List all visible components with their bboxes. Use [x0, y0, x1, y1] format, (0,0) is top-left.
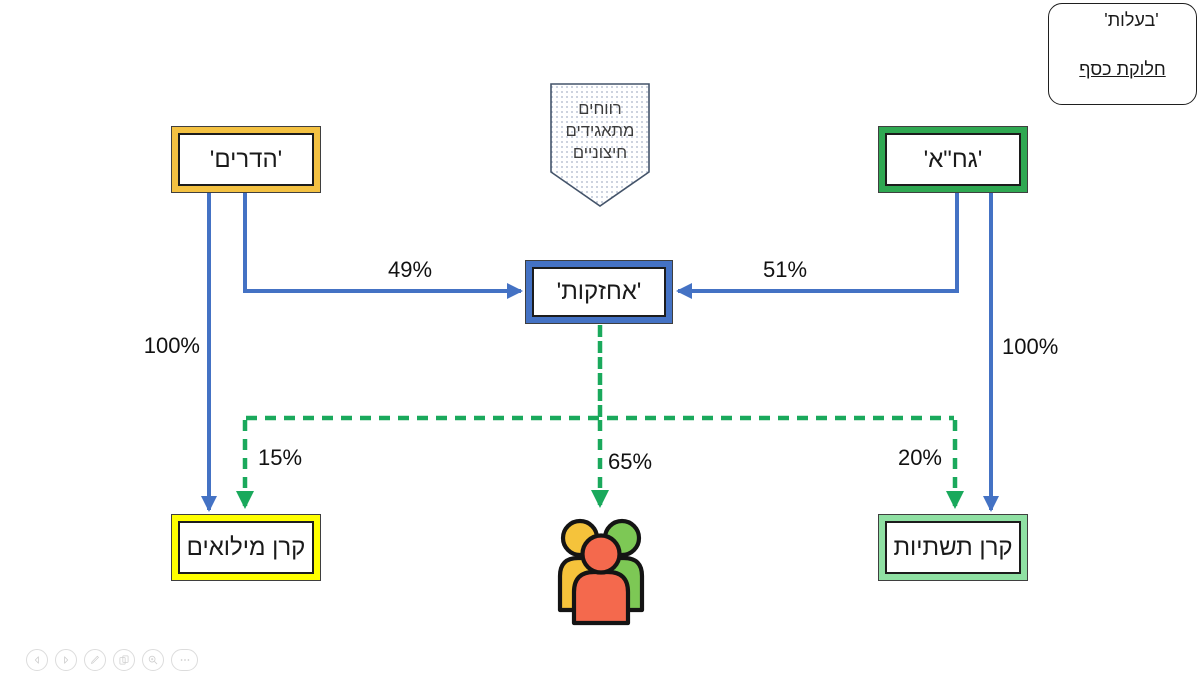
edge-label-100-right: 100%: [1002, 334, 1059, 359]
edge-label-20: 20%: [897, 445, 942, 470]
node-reserve-fund-label: קרן מילואים: [178, 521, 314, 574]
legend-ownership-label: 'בעלות': [1104, 10, 1159, 30]
zoom-button[interactable]: [142, 649, 164, 671]
slide-navigator-button[interactable]: [113, 649, 135, 671]
more-options-icon: [177, 653, 193, 667]
edge-label-100-left: 100%: [143, 333, 200, 358]
previous-slide-icon: [30, 653, 44, 667]
next-slide-icon: [59, 653, 73, 667]
slide-navigator-icon: [117, 653, 131, 667]
node-hadarim: 'הדרים': [171, 126, 321, 193]
node-holdings: 'אחזקות': [525, 260, 673, 324]
node-hadarim-label: 'הדרים': [178, 133, 314, 186]
node-reserve-fund: קרן מילואים: [171, 514, 321, 581]
next-slide-button[interactable]: [55, 649, 77, 671]
presentation-toolbar: [26, 649, 198, 671]
edge-label-51: 51%: [762, 257, 808, 282]
more-options-button[interactable]: [171, 649, 198, 671]
edge-label-65: 65%: [608, 449, 653, 474]
people-group-icon: [557, 518, 645, 626]
external-profits-shield-text: רווחים מתאגידים חיצוניים: [565, 100, 635, 162]
previous-slide-button[interactable]: [26, 649, 48, 671]
legend-box: 'בעלות' חלוקת כסף: [1048, 3, 1197, 105]
pen-button[interactable]: [84, 649, 106, 671]
node-gaha-label: 'גח"א': [885, 133, 1021, 186]
edge-label-15: 15%: [258, 445, 303, 470]
legend-money-label: חלוקת כסף: [1079, 59, 1166, 79]
node-gaha: 'גח"א': [878, 126, 1028, 193]
zoom-icon: [146, 653, 160, 667]
edge-label-49: 49%: [387, 257, 433, 282]
node-infrastructure-fund: קרן תשתיות: [878, 514, 1028, 581]
pen-icon: [88, 653, 102, 667]
node-infrastructure-fund-label: קרן תשתיות: [885, 521, 1021, 574]
node-holdings-label: 'אחזקות': [532, 267, 666, 317]
